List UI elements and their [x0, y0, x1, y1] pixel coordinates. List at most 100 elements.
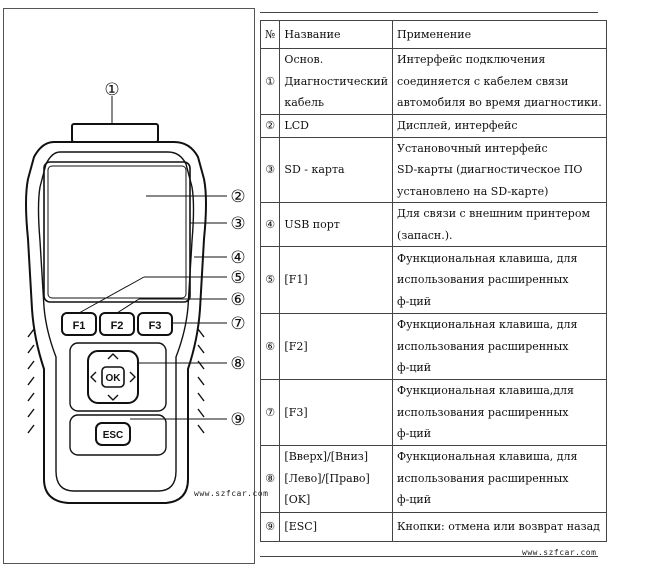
row-number: ⑨ — [259, 511, 281, 542]
watermark-left: www.szfcar.com — [194, 489, 269, 498]
cable-connector — [71, 123, 159, 143]
row-number: ③ — [259, 136, 281, 203]
usage-line: соединяется с кабелем связи — [397, 74, 569, 88]
name-line: USB порт — [284, 217, 340, 231]
name-line: [Лево]/[Право] — [284, 471, 370, 485]
row-usage: Кнопки: отмена или возврат назад — [392, 511, 607, 542]
lcd-screen — [47, 165, 187, 299]
device-body — [25, 141, 207, 504]
name-line: кабель — [284, 96, 324, 109]
name-line: [ESC] — [284, 519, 317, 533]
row-number: ⑦ — [259, 379, 281, 446]
row-number: ① — [259, 48, 281, 115]
row-name: [Вверх]/[Вниз] [Лево]/[Право] [OK] — [279, 444, 394, 513]
usage-line: (запасн.). — [397, 228, 453, 242]
callout-5: ⑤ — [230, 268, 245, 288]
bottom-rule — [260, 556, 598, 557]
callout-4: ④ — [230, 248, 245, 268]
dpad — [87, 350, 139, 404]
usage-line: использования расширенных — [397, 405, 569, 419]
esc-key — [95, 422, 131, 446]
name-line: [F3] — [284, 405, 308, 419]
row-name: SD - карта — [279, 136, 394, 203]
callout-9: ⑨ — [230, 410, 245, 430]
name-line: SD - карта — [284, 163, 345, 176]
table-row: ⑤[F1] Функциональная клавиша, для использо… — [259, 246, 607, 314]
usage-line: Интерфейс подключения — [397, 53, 546, 66]
name-line: [OK] — [284, 493, 311, 507]
row-name: [ESC] — [279, 511, 394, 542]
name-line: [F1] — [284, 273, 308, 287]
f3-key-label: F3 — [149, 320, 162, 332]
row-usage: Функциональная клавиша, для использования… — [392, 444, 607, 513]
row-number: ⑧ — [259, 444, 281, 513]
row-number: ⑤ — [259, 246, 281, 314]
row-number: ④ — [259, 202, 281, 247]
header-num: № — [259, 20, 281, 49]
usage-line: Функциональная клавиша, для — [397, 450, 578, 464]
device-diagram: F1 F2 F3 OK ESC ① ② ③ ④ ⑤ ⑥ ⑦ ⑧ — [25, 80, 246, 504]
f2-key-label: F2 — [111, 320, 124, 332]
usage-line: Функциональная клавиша, для — [397, 251, 578, 265]
callout-1: ① — [104, 80, 119, 100]
callout-8: ⑧ — [230, 354, 245, 374]
table-row: ⑦[F3] Функциональная клавиша,для использов… — [259, 379, 607, 446]
row-name: USB порт — [279, 202, 394, 247]
table-row: ⑨[ESC] Кнопки: отмена или возврат назад — [259, 511, 607, 542]
usage-line: использования расширенных — [397, 273, 569, 287]
name-line: [Вверх]/[Вниз] — [284, 450, 369, 464]
usage-line: ф-ций — [397, 493, 432, 507]
row-name: [F1] — [279, 246, 394, 314]
usage-line: Установочный интерфейс — [397, 141, 548, 155]
row-usage: Функциональная клавиша, для использования… — [392, 313, 607, 380]
callout-3: ③ — [230, 214, 245, 234]
top-rule — [260, 12, 598, 13]
usage-line: SD-карты (диагностическое ПО — [397, 163, 583, 176]
callout-6: ⑥ — [230, 290, 245, 310]
usage-line: Дисплей, интерфейс — [397, 118, 518, 132]
usage-line: Кнопки: отмена или возврат назад — [397, 519, 600, 533]
row-name: Основ. Диагностический кабель — [279, 48, 394, 115]
row-name: [F3] — [279, 379, 394, 446]
header-usage: Применение — [392, 20, 607, 49]
usage-line: ф-ций — [397, 427, 432, 440]
f3-key — [137, 312, 173, 336]
usage-line: использования расширенных — [397, 339, 569, 353]
header-name: Название — [279, 20, 394, 49]
usage-line: Для связи с внешним принтером — [397, 207, 591, 220]
row-number: ② — [259, 113, 281, 138]
name-line: Диагностический — [284, 74, 389, 88]
ok-key — [101, 366, 125, 388]
usage-line: использования расширенных — [397, 471, 569, 485]
callout-7: ⑦ — [230, 314, 245, 334]
device-illustration-panel: F1 F2 F3 OK ESC ① ② ③ ④ ⑤ ⑥ ⑦ ⑧ — [3, 8, 268, 564]
row-usage: Дисплей, интерфейс — [392, 113, 607, 138]
name-line: [F2] — [284, 339, 308, 353]
row-usage: Интерфейс подключения соединяется с кабел… — [392, 48, 607, 115]
table-header-row: № Название Применение — [259, 20, 607, 49]
row-usage: Функциональная клавиша, для использования… — [392, 246, 607, 314]
usage-line: установлено на SD-карте) — [397, 184, 549, 198]
f1-key-label: F1 — [73, 320, 86, 332]
usage-line: Функциональная клавиша,для — [397, 384, 574, 397]
ok-key-label: OK — [106, 373, 122, 384]
row-name: LCD — [279, 113, 394, 138]
table-row: ⑧[Вверх]/[Вниз] [Лево]/[Право] [OK] Функцио… — [259, 444, 607, 513]
usage-line: ф-ций — [397, 294, 432, 308]
watermark-right: www.szfcar.com — [522, 548, 597, 557]
usage-line: Функциональная клавиша, для — [397, 318, 578, 332]
callout-2: ② — [230, 187, 245, 207]
name-line: LCD — [284, 118, 309, 132]
name-line: Основ. — [284, 53, 324, 66]
row-name: [F2] — [279, 313, 394, 380]
usage-line: автомобиля во время диагностики. — [397, 96, 602, 109]
usage-line: ф-ций — [397, 361, 432, 375]
row-usage: Функциональная клавиша,для использования … — [392, 379, 607, 446]
row-usage: Для связи с внешним принтером (запасн.). — [392, 202, 607, 247]
